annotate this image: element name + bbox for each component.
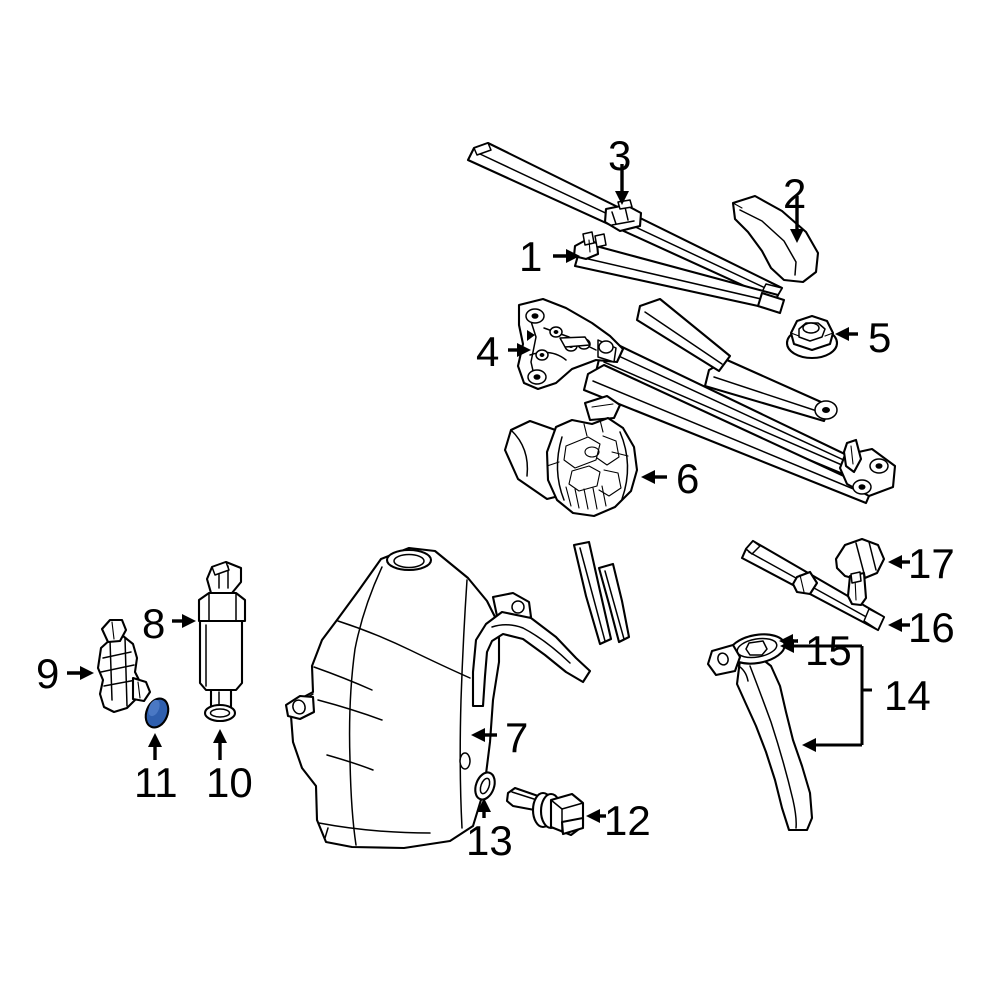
- part-filler-neck-assembly: [706, 633, 814, 832]
- callout-number-5: 5: [868, 314, 892, 361]
- part-wiper-arm-nut: [785, 314, 839, 360]
- part-washer-nozzle: [834, 537, 886, 607]
- callout-number-2: 2: [783, 170, 807, 217]
- leader-7: [471, 728, 497, 742]
- callout-number-12: 12: [604, 797, 651, 844]
- callout-number-17: 17: [908, 540, 955, 587]
- leader-3: [615, 164, 629, 205]
- callout-number-3: 3: [608, 132, 632, 179]
- leader-8: [172, 614, 196, 628]
- callout-number-15: 15: [805, 627, 852, 674]
- callout-number-6: 6: [676, 455, 700, 502]
- callout-number-16: 16: [908, 604, 955, 651]
- leader-14: [780, 639, 872, 752]
- leader-5: [835, 327, 858, 341]
- part-wiper-arm: [572, 231, 786, 315]
- part-pump-seal-o-ring: [203, 703, 237, 723]
- callout-number-7: 7: [505, 714, 529, 761]
- callout-number-1: 1: [519, 233, 543, 280]
- leader-6: [641, 470, 667, 484]
- callout-number-10: 10: [206, 759, 253, 806]
- leader-12: [586, 809, 606, 823]
- leader-1: [553, 249, 580, 263]
- callout-number-14: 14: [884, 672, 931, 719]
- part-washer-hose: [740, 539, 886, 632]
- leader-4: [508, 343, 531, 357]
- part-washer-check-valve: [96, 618, 152, 714]
- callout-number-8: 8: [142, 600, 166, 647]
- leader-15: [779, 634, 798, 648]
- leader-13: [477, 798, 491, 818]
- part-wiper-arm-cover-cap: [731, 194, 820, 284]
- part-wiper-linkage-assembly: [516, 297, 897, 505]
- leader-11: [148, 733, 162, 760]
- part-level-sensor-o-ring: [474, 771, 496, 801]
- leader-9: [67, 666, 94, 680]
- part-washer-pump-grommet-highlighted: [144, 697, 170, 729]
- leader-16: [888, 618, 910, 632]
- leader-2: [790, 196, 804, 243]
- leader-17: [888, 555, 910, 569]
- part-washer-fluid-reservoir: [284, 540, 631, 850]
- callout-number-9: 9: [36, 650, 60, 697]
- callout-number-11: 11: [134, 759, 178, 806]
- callout-number-13: 13: [466, 817, 513, 864]
- leader-10: [213, 729, 227, 760]
- part-washer-fluid-pump: [197, 560, 247, 717]
- part-washer-level-sensor: [505, 786, 585, 837]
- callout-number-4: 4: [476, 328, 500, 375]
- part-wiper-motor: [503, 416, 639, 518]
